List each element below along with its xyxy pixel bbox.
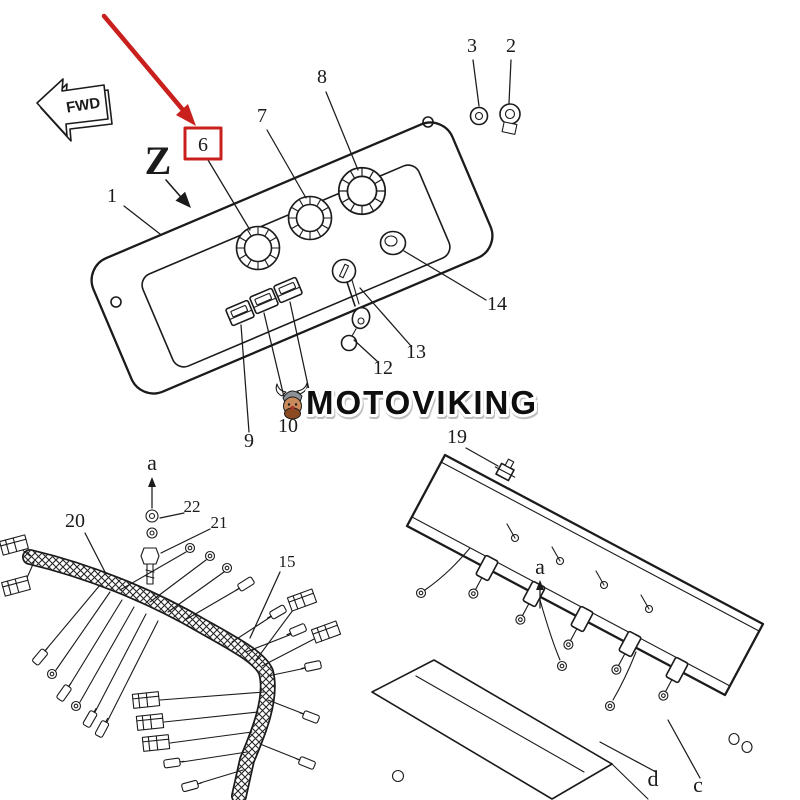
ref-c: c <box>693 772 703 797</box>
red-callout-arrow-line <box>101 13 186 113</box>
rear-switch-assembly <box>608 631 641 677</box>
ref-d: d <box>648 766 659 791</box>
ref-a-left: a <box>147 450 157 475</box>
panel-inset <box>141 164 451 368</box>
part-label-1: 1 <box>107 185 117 207</box>
rear-panel-assembly <box>371 453 765 800</box>
rear-switch-assembly <box>465 555 498 601</box>
part-label-2: 2 <box>506 35 516 57</box>
part-label-6: 6 <box>198 134 208 156</box>
fwd-label: FWD <box>65 94 102 116</box>
clip-part-19 <box>494 458 516 482</box>
part-label-13: 13 <box>406 341 426 363</box>
part-label-9: 9 <box>244 430 254 452</box>
highlight-callout <box>101 13 223 161</box>
harness-cable-braid <box>23 550 275 800</box>
part-label-7: 7 <box>257 105 267 127</box>
key-ring <box>340 334 358 352</box>
bolt-part-21 <box>140 547 160 585</box>
key-part-12 <box>340 279 371 352</box>
ref-a-left-arrow-icon <box>148 477 156 509</box>
view-z-label: Z <box>145 138 172 183</box>
brand-logo-text: MOTOVIKING <box>306 384 538 421</box>
part-label-12: 12 <box>373 357 393 379</box>
view-z-arrow-icon <box>165 179 191 208</box>
part-label-8: 8 <box>317 66 327 88</box>
leader-lines-rear <box>599 719 701 779</box>
screw-hole-left <box>110 296 122 308</box>
part-label-22: 22 <box>184 497 201 516</box>
wiring-harness <box>0 509 342 800</box>
viking-mascot-icon <box>275 382 308 420</box>
push-button-part-14 <box>379 230 407 256</box>
screw-hole-right <box>422 116 434 128</box>
part-label-20: 20 <box>65 510 85 532</box>
brand-logo: MOTOVIKING <box>275 381 539 424</box>
panel-hole <box>741 740 753 754</box>
ref-a-right: a <box>535 554 545 579</box>
rear-switch-assembly <box>655 657 688 703</box>
panel-outline <box>90 121 494 395</box>
part-label-3: 3 <box>467 35 477 57</box>
part-label-19: 19 <box>447 426 467 448</box>
knob-part-7 <box>289 197 332 240</box>
front-panel-assembly <box>90 116 494 395</box>
toggle-levers <box>506 523 654 614</box>
part-label-14: 14 <box>487 293 507 315</box>
fwd-direction-arrow: FWD <box>36 78 113 142</box>
mounting-bracket <box>371 659 649 800</box>
knob-part-8 <box>339 168 385 214</box>
red-callout-arrow-icon <box>176 104 196 126</box>
leader-lines-front <box>123 59 512 467</box>
rear-switch-assembly <box>560 606 593 652</box>
part-label-15: 15 <box>279 552 296 571</box>
washer-part-3 <box>469 106 489 126</box>
rear-panel-outline <box>405 453 765 697</box>
bolt-part-2 <box>499 103 521 135</box>
ring-terminal <box>415 587 427 599</box>
panel-hole <box>728 732 740 746</box>
part-label-10: 10 <box>278 415 298 437</box>
ref-a-right-arrow-icon <box>536 580 544 609</box>
knob-part-6 <box>237 227 280 270</box>
part-6-highlight-box <box>183 126 223 161</box>
key-switch-part-13 <box>331 258 357 284</box>
part-label-21: 21 <box>211 513 228 532</box>
leader-lines-harness <box>84 512 281 639</box>
washer-part-22 <box>145 509 159 539</box>
